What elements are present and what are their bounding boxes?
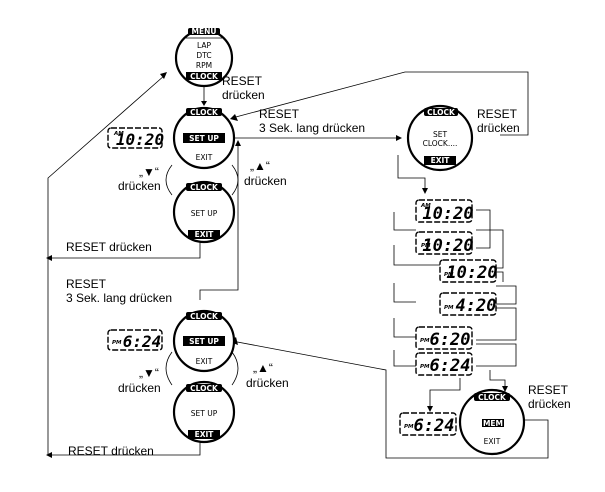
svg-text:10:20: 10:20 (446, 263, 497, 283)
svg-text:10:20: 10:20 (116, 130, 164, 149)
setup-watch-top: CLOCK SET UP EXIT (172, 106, 236, 170)
svg-text:PM: PM (404, 424, 414, 430)
svg-text:6:20: 6:20 (430, 330, 471, 350)
svg-text:6:24: 6:24 (414, 416, 455, 436)
svg-text:AM: AM (113, 131, 124, 137)
label-reset3-top-l1: RESET (259, 107, 300, 121)
svg-text:SET UP: SET UP (191, 409, 218, 418)
svg-text:PM: PM (420, 338, 430, 344)
label-reset-mem-l2: drücken (528, 397, 571, 411)
lcd-seq-6: PM 6:24 (415, 352, 473, 376)
menu-title: MENU (192, 27, 217, 36)
lcd-seq-2: PM 10:20 (415, 231, 474, 256)
label-reset-menu-l1: RESET (222, 74, 263, 88)
menu-item-dtc: DTC (196, 51, 211, 60)
svg-text:CLOCK: CLOCK (427, 108, 456, 117)
lcd-pm-624-bottom: PM 6:24 (107, 329, 163, 351)
svg-text:4:20: 4:20 (456, 296, 497, 316)
label-up-bottom-druecken: drücken (246, 376, 289, 390)
svg-text:PM: PM (112, 340, 122, 346)
svg-text:MEM: MEM (483, 419, 503, 428)
mem-watch: CLOCK MEM EXIT (458, 388, 526, 456)
label-down-top: „▼“ (139, 165, 159, 179)
svg-text:10:20: 10:20 (422, 204, 473, 224)
svg-text:CLOCK: CLOCK (190, 312, 219, 321)
lcd-seq-1: AM 10:20 (415, 199, 474, 224)
menu-item-lap: LAP (197, 41, 211, 50)
svg-text:CLOCK....: CLOCK.... (423, 139, 458, 148)
svg-text:EXIT: EXIT (195, 230, 215, 239)
menu-item-rpm: RPM (196, 61, 212, 70)
face-setup-label: SET UP (189, 134, 219, 143)
label-up-top: „▲“ (250, 159, 270, 173)
svg-text:AM: AM (420, 203, 431, 209)
menu-watch: MENU LAP DTC RPM CLOCK (174, 27, 234, 88)
svg-text:10:20: 10:20 (422, 236, 473, 256)
svg-text:EXIT: EXIT (196, 357, 213, 366)
label-reset3-bottom-l2: 3 Sek. lang drücken (66, 291, 172, 305)
svg-text:CLOCK: CLOCK (478, 393, 507, 402)
set-clock-watch: CLOCK SET CLOCK.... EXIT (406, 104, 474, 172)
face-exit-label: EXIT (196, 153, 213, 162)
label-down-bottom: „▼“ (139, 366, 159, 380)
lcd-final-624: PM 6:24 (399, 412, 457, 436)
label-down-top-druecken: drücken (118, 179, 161, 193)
svg-text:SET UP: SET UP (189, 337, 219, 346)
face-clock-label: CLOCK (190, 108, 219, 117)
svg-text:CLOCK: CLOCK (190, 183, 219, 192)
label-reset-setclock-l1: RESET (477, 107, 518, 121)
lcd-seq-5: PM 6:20 (415, 326, 473, 350)
label-reset-menu-l2: drücken (222, 88, 265, 102)
label-up-top-druecken: drücken (244, 174, 287, 188)
text-labels: RESET drücken RESET 3 Sek. lang drücken … (66, 74, 571, 458)
setup-watch-bottom: CLOCK SET UP EXIT (172, 309, 236, 373)
svg-text:EXIT: EXIT (431, 156, 451, 165)
svg-text:6:24: 6:24 (430, 356, 471, 376)
lcd-seq-3: PM 10:20 (439, 259, 498, 283)
label-down-bottom-druecken: drücken (118, 381, 161, 395)
label-reset-setclock-l2: drücken (477, 121, 520, 135)
svg-text:PM: PM (444, 272, 454, 278)
svg-text:EXIT: EXIT (195, 430, 215, 439)
connector-lines (46, 71, 549, 459)
svg-text:CLOCK: CLOCK (190, 384, 219, 393)
svg-text:PM: PM (421, 243, 431, 249)
label-reset3-top-l2: 3 Sek. lang drücken (259, 121, 365, 135)
label-reset-exit-bottom: RESET drücken (68, 444, 154, 458)
exit-watch-bottom: CLOCK SET UP EXIT (172, 380, 236, 444)
svg-text:EXIT: EXIT (484, 437, 501, 446)
label-reset-exit-top: RESET drücken (66, 240, 152, 254)
lcd-am-1020-top: AM 10:20 (107, 127, 164, 149)
label-reset3-bottom-l1: RESET (66, 277, 107, 291)
svg-text:6:24: 6:24 (123, 332, 162, 351)
label-reset-mem-l1: RESET (528, 383, 569, 397)
svg-text:PM: PM (444, 305, 454, 311)
label-up-bottom: „▲“ (253, 361, 273, 375)
menu-item-clock: CLOCK (190, 72, 219, 81)
svg-text:SET UP: SET UP (191, 209, 218, 218)
lcd-seq-4: PM 4:20 (439, 292, 497, 316)
svg-text:PM: PM (420, 364, 430, 370)
svg-text:SET: SET (433, 130, 447, 139)
exit-watch-top: CLOCK SET UP EXIT (172, 180, 236, 244)
